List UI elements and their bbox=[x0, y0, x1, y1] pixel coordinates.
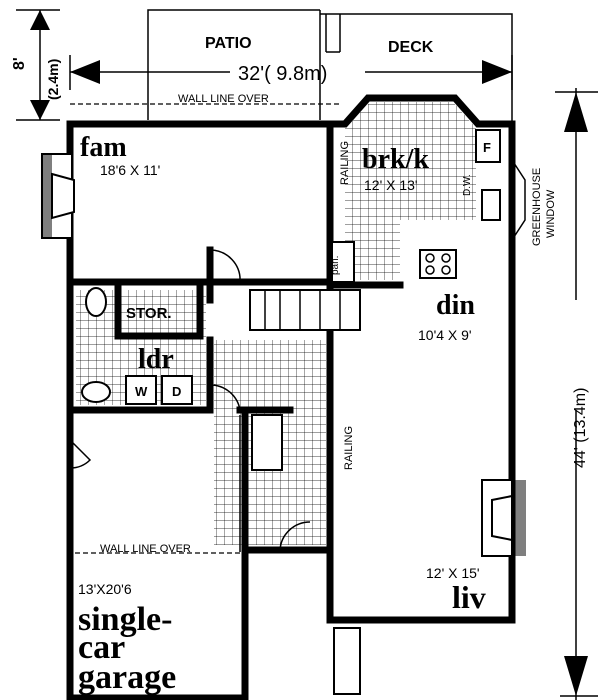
lower-railing-label: RAILING bbox=[343, 426, 355, 470]
washer-icon bbox=[125, 375, 157, 405]
kitchen-tile bbox=[345, 102, 476, 280]
greenhouse-window-label: WINDOW bbox=[545, 189, 557, 238]
fam-fireplace-icon bbox=[41, 153, 75, 239]
brk-room-name: brk/k bbox=[362, 144, 429, 175]
entry-door-swing bbox=[279, 521, 311, 551]
greenhouse-label: GREENHOUSE bbox=[531, 168, 543, 246]
garage-door-swing bbox=[69, 439, 92, 469]
garage-name-line2: car bbox=[78, 629, 125, 666]
liv-room-size: 12' X 15' bbox=[426, 565, 480, 581]
din-room-name: din bbox=[436, 290, 475, 321]
dryer-icon bbox=[161, 375, 193, 405]
offset-m-label: (2.4m) bbox=[45, 59, 61, 100]
fam-room-name: fam bbox=[80, 132, 127, 163]
depth-dimension-label: 44' (13.4m) bbox=[572, 388, 589, 468]
ldr-door-swing bbox=[209, 384, 241, 411]
dishwasher-label: D.W. bbox=[462, 174, 473, 196]
din-room-size: 10'4 X 9' bbox=[418, 327, 472, 343]
dryer-label: D bbox=[172, 384, 181, 399]
ldr-room-name: ldr bbox=[138, 344, 174, 375]
toilet-icon bbox=[85, 287, 107, 317]
offset-ft-label: 8' bbox=[11, 57, 28, 70]
range-icon bbox=[419, 249, 457, 279]
stairs-icon bbox=[249, 289, 361, 471]
offset-dimension bbox=[16, 9, 60, 121]
width-dimension-label: 32'( 9.8m) bbox=[238, 63, 327, 85]
stor-label: STOR. bbox=[126, 305, 172, 322]
washer-label: W bbox=[135, 384, 148, 399]
garage-name-line3: garage bbox=[78, 659, 176, 696]
width-dimension bbox=[69, 55, 513, 90]
garage-name-line1: single- bbox=[78, 601, 172, 638]
upper-railing-label: RAILING bbox=[339, 141, 351, 185]
planter-icon bbox=[333, 627, 361, 695]
patio-outline bbox=[147, 9, 321, 120]
fam-door-swing bbox=[209, 249, 241, 283]
depth-dimension bbox=[555, 88, 598, 700]
lower-wall-line-label: WALL LINE OVER bbox=[100, 543, 191, 555]
greenhouse-window-icon bbox=[511, 159, 526, 241]
fridge-icon bbox=[475, 129, 501, 163]
deck-label: DECK bbox=[388, 39, 434, 56]
liv-room-name: liv bbox=[452, 579, 486, 615]
liv-fireplace-icon bbox=[481, 479, 526, 557]
upper-wall-line-label: WALL LINE OVER bbox=[178, 93, 269, 105]
pantry-label: pan. bbox=[330, 256, 341, 275]
pantry-box bbox=[331, 241, 355, 283]
brk-room-size: 12' X 13' bbox=[364, 177, 418, 193]
sink-icon bbox=[481, 189, 501, 221]
fridge-label: F bbox=[483, 140, 491, 155]
garage-size: 13'X20'6 bbox=[78, 581, 132, 597]
patio-label: PATIO bbox=[205, 35, 252, 52]
laundry-sink-icon bbox=[81, 381, 111, 403]
fam-room-size: 18'6 X 11' bbox=[100, 162, 160, 178]
